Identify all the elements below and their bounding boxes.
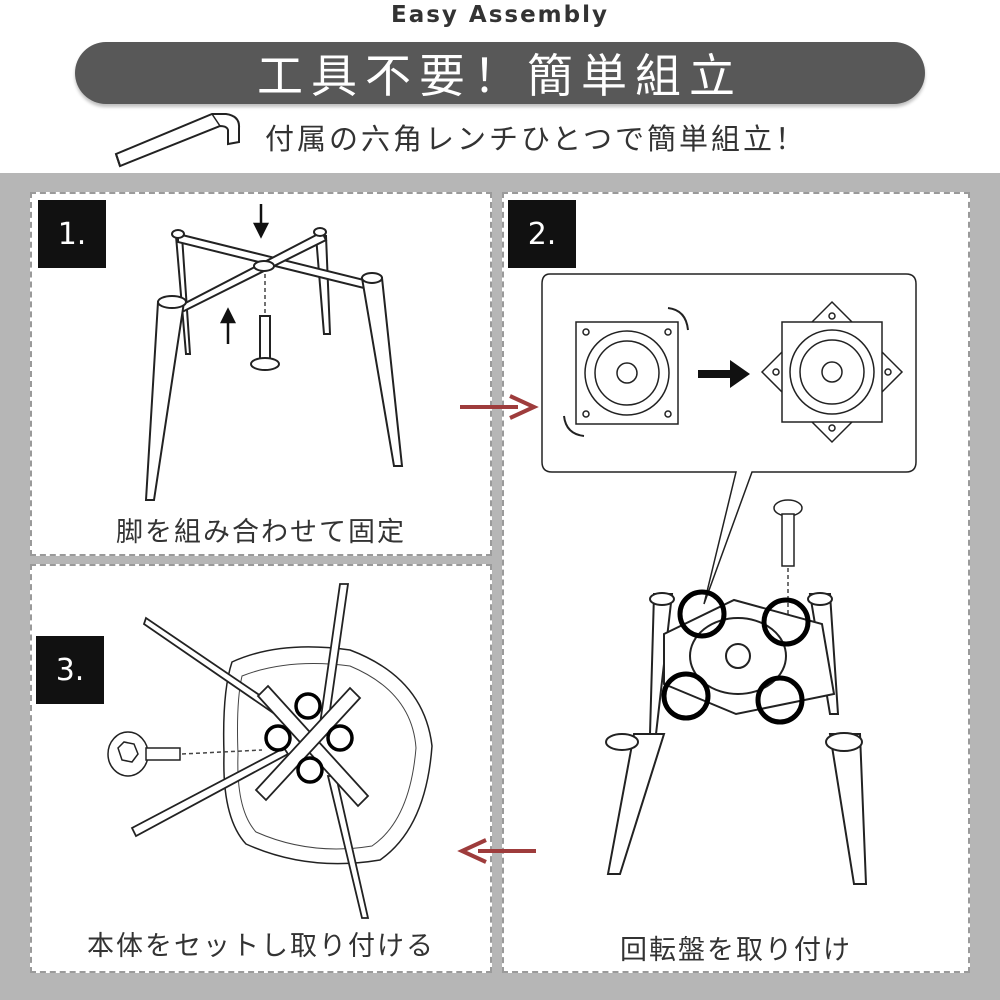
step-1-panel: 1. 脚を組み合わせて固定: [30, 192, 492, 556]
step-2-badge: 2.: [508, 200, 576, 268]
step-1-badge: 1.: [38, 200, 106, 268]
step-3-panel: 3. 本体をセットし取り付ける: [30, 564, 492, 973]
arrow-left-icon: [457, 838, 536, 864]
rotate-arrow-icon: [563, 307, 689, 437]
seat-attachment-illustration: [107, 583, 433, 919]
step-1-caption: 脚を組み合わせて固定: [116, 517, 406, 548]
step-2-caption: 回転盤を取り付け: [620, 935, 852, 966]
step-3-badge: 3.: [36, 636, 104, 704]
swivel-plate-illustration: [541, 273, 917, 885]
page-title: 工具不要！簡単組立: [257, 49, 743, 103]
title-banner: 工具不要！簡単組立: [75, 42, 925, 104]
step-2-panel: 2.: [502, 192, 970, 973]
arrow-right-icon: [460, 394, 539, 420]
page-subtitle: Easy Assembly: [390, 2, 609, 28]
leg-assembly-illustration: [144, 204, 404, 501]
step-3-caption: 本体をセットし取り付ける: [87, 931, 435, 962]
hex-wrench-icon: [114, 113, 241, 168]
tagline: 付属の六角レンチひとつで簡単組立！: [265, 122, 807, 156]
